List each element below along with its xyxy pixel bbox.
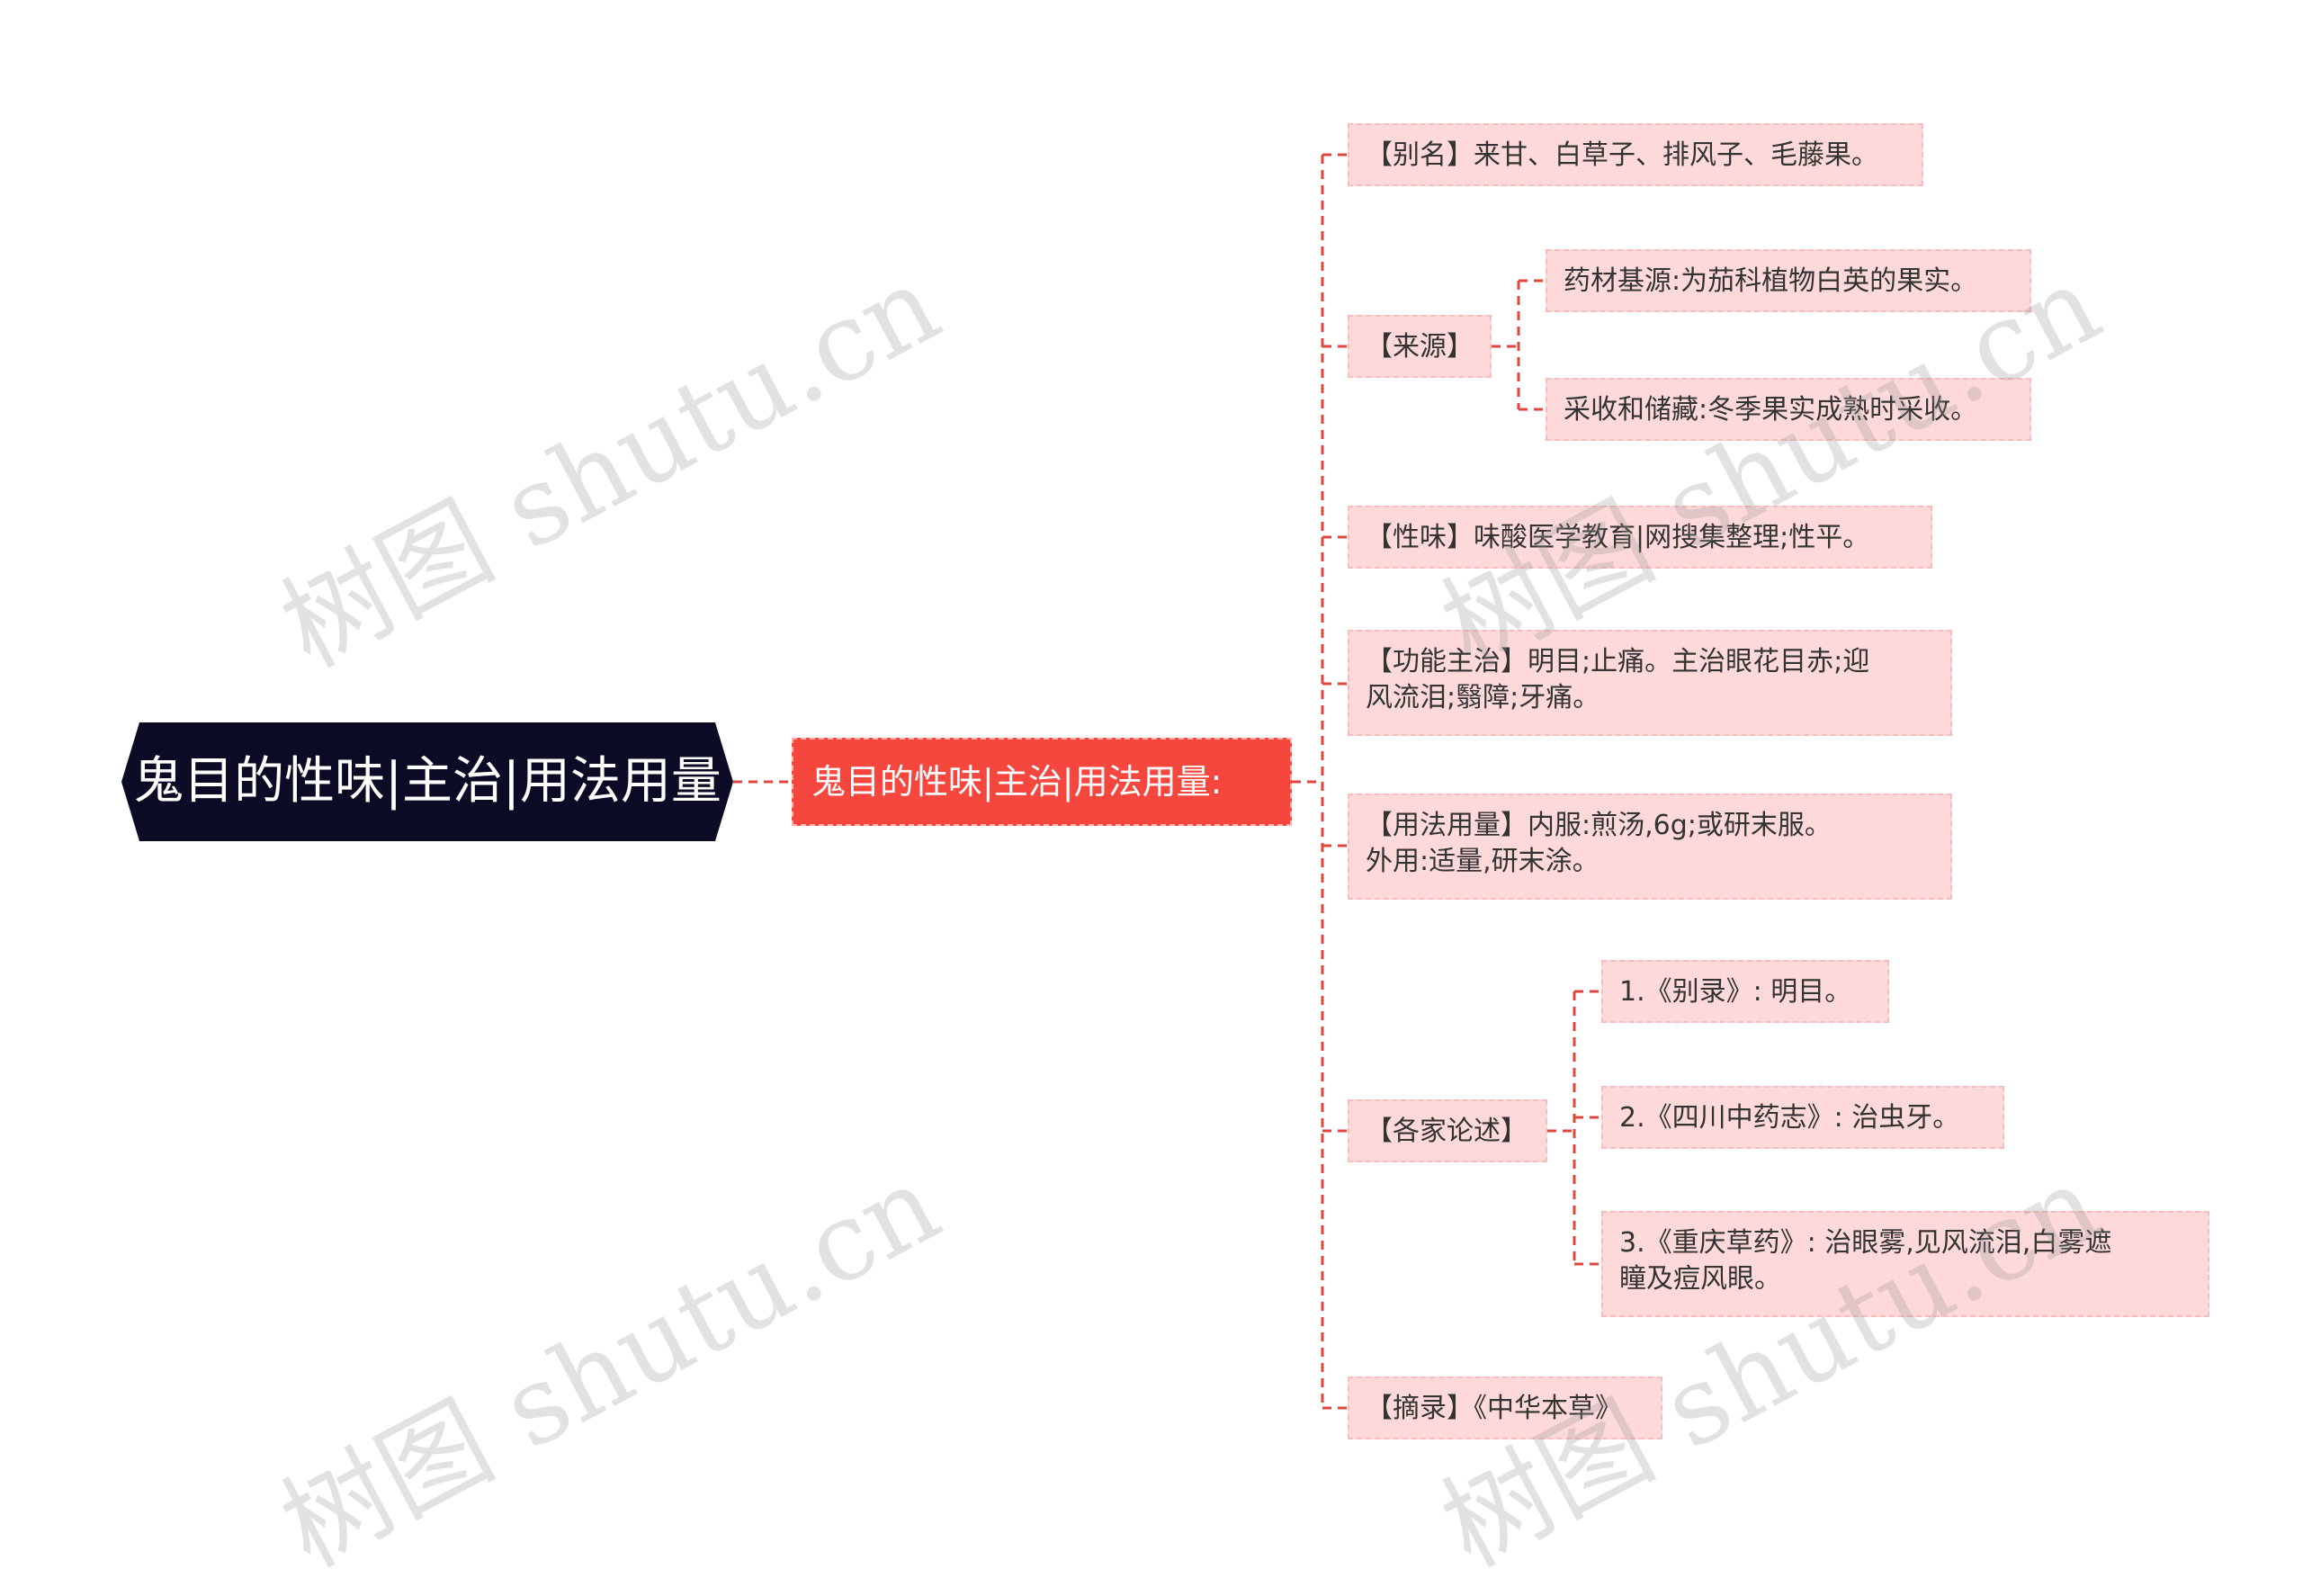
connector-layer xyxy=(733,153,1601,1410)
node-comment-3[interactable]: 3.《重庆草药》: 治眼雾,见风流泪,白雾遮 瞳及痘风眼。 xyxy=(1601,1211,2209,1317)
node-source-origin-text: 药材基源:为茄科植物白英的果实。 xyxy=(1564,265,1978,297)
node-usage[interactable]: 【用法用量】内服:煎汤,6g;或研末服。 外用:适量,研末涂。 xyxy=(1348,794,1952,900)
node-comment-1[interactable]: 1.《别录》: 明目。 xyxy=(1601,960,1889,1023)
topic-node[interactable]: 鬼目的性味|主治|用法用量: xyxy=(792,738,1292,826)
node-source[interactable]: 【来源】 xyxy=(1348,315,1492,378)
node-function-line2: 风流泪;翳障;牙痛。 xyxy=(1366,682,1600,713)
node-taste-text: 【性味】味酸医学教育|网搜集整理;性平。 xyxy=(1366,522,1870,553)
node-excerpt-text: 【摘录】《中华本草》 xyxy=(1366,1393,1622,1424)
node-commentary-text: 【各家论述】 xyxy=(1366,1116,1528,1147)
node-function-line1: 【功能主治】明目;止痛。主治眼花目赤;迎 xyxy=(1366,646,1870,677)
node-source-text: 【来源】 xyxy=(1366,331,1474,363)
node-usage-line2: 外用:适量,研末涂。 xyxy=(1366,846,1600,877)
node-comment-2[interactable]: 2.《四川中药志》: 治虫牙。 xyxy=(1601,1086,2004,1149)
node-source-harvest[interactable]: 采收和储藏:冬季果实成熟时采收。 xyxy=(1546,378,2031,441)
node-function[interactable]: 【功能主治】明目;止痛。主治眼花目赤;迎 风流泪;翳障;牙痛。 xyxy=(1348,630,1952,736)
node-source-origin[interactable]: 药材基源:为茄科植物白英的果实。 xyxy=(1546,249,2031,312)
node-usage-line1: 【用法用量】内服:煎汤,6g;或研末服。 xyxy=(1366,810,1832,841)
node-comment-3-line2: 瞳及痘风眼。 xyxy=(1619,1263,1781,1295)
node-taste[interactable]: 【性味】味酸医学教育|网搜集整理;性平。 xyxy=(1348,506,1932,569)
node-commentary[interactable]: 【各家论述】 xyxy=(1348,1099,1547,1162)
node-alias[interactable]: 【别名】来甘、白草子、排风子、毛藤果。 xyxy=(1348,123,1923,186)
node-excerpt[interactable]: 【摘录】《中华本草》 xyxy=(1348,1376,1662,1439)
node-comment-2-text: 2.《四川中药志》: 治虫牙。 xyxy=(1619,1102,1960,1134)
node-source-harvest-text: 采收和储藏:冬季果实成熟时采收。 xyxy=(1564,394,1978,426)
node-comment-3-line1: 3.《重庆草药》: 治眼雾,见风流泪,白雾遮 xyxy=(1619,1227,2112,1259)
root-node[interactable]: 鬼目的性味|主治|用法用量 xyxy=(121,722,733,841)
node-comment-1-text: 1.《别录》: 明目。 xyxy=(1619,976,1852,1008)
node-alias-text: 【别名】来甘、白草子、排风子、毛藤果。 xyxy=(1366,139,1878,171)
